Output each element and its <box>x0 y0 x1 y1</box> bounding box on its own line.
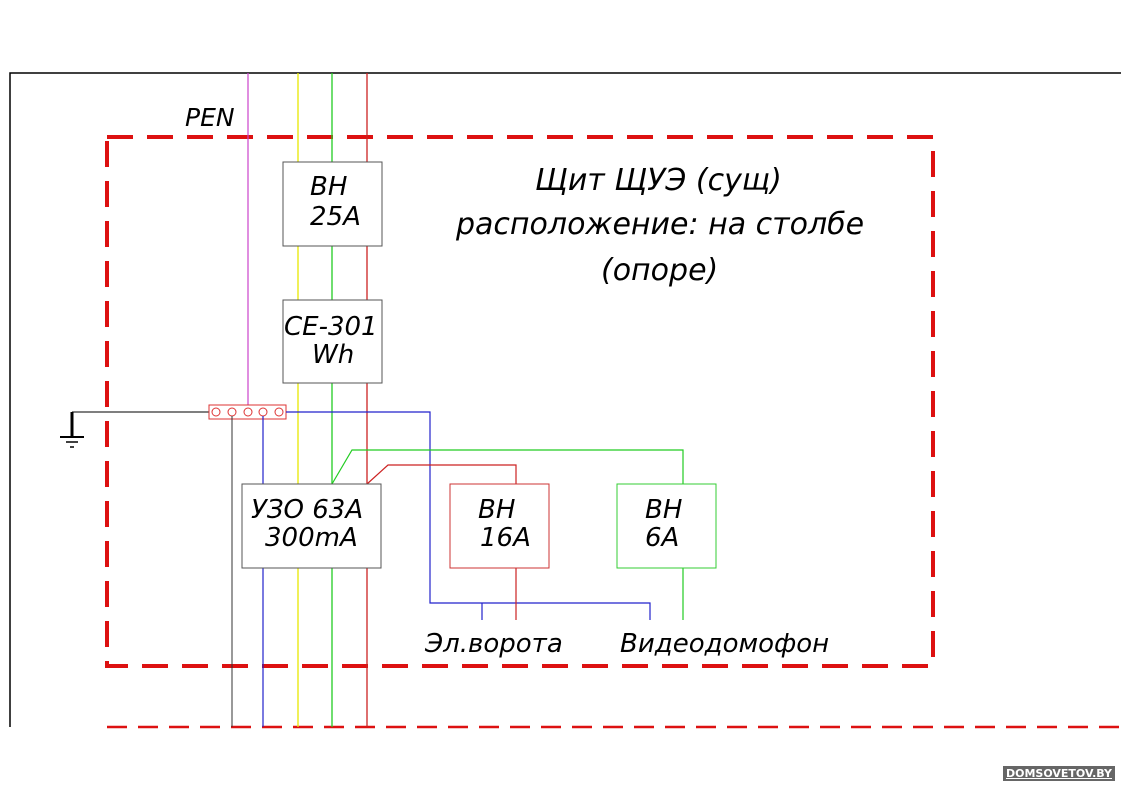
energy-meter: CE-301 Wh <box>282 299 383 384</box>
panel-title-line1: Щит ЩУЭ (сущ) <box>535 163 782 198</box>
meter-label-1: CE-301 <box>284 312 378 342</box>
breaker-16a: ВН 16А <box>449 483 550 569</box>
load-gate-label: Эл.ворота <box>424 629 563 659</box>
main-breaker-label-1: ВН <box>310 172 347 202</box>
breaker-6a: ВН 6А <box>616 483 717 569</box>
wire-neutral-loads <box>286 411 651 620</box>
frame-border <box>9 72 1121 727</box>
panel-title-line2: расположение: на столбе <box>455 207 864 242</box>
meter-label-2: Wh <box>312 340 354 370</box>
wire-green-branch <box>331 449 684 485</box>
load-intercom-label: Видеодомофон <box>620 629 829 659</box>
rcd-63a: УЗО 63А 300mA <box>241 483 382 569</box>
rcd-label-1: УЗО 63А <box>251 495 363 525</box>
main-breaker-25a: ВН 25A <box>282 161 383 247</box>
breaker-6a-label-1: ВН <box>645 495 682 525</box>
rcd-label-2: 300mA <box>265 523 358 553</box>
terminal-block <box>208 404 287 420</box>
breaker-16a-label-1: ВН <box>478 495 515 525</box>
pen-label: PEN <box>185 103 235 132</box>
panel-title-line3: (опоре) <box>601 253 718 288</box>
breaker-6a-label-2: 6А <box>645 523 679 553</box>
main-breaker-label-2: 25A <box>310 202 361 232</box>
breaker-16a-label-2: 16А <box>480 523 531 553</box>
ground-icon <box>60 412 84 448</box>
watermark: DOMSOVETOV.BY <box>1003 766 1116 781</box>
wire-red-branch <box>366 464 517 485</box>
enclosure-boundary <box>105 135 935 668</box>
